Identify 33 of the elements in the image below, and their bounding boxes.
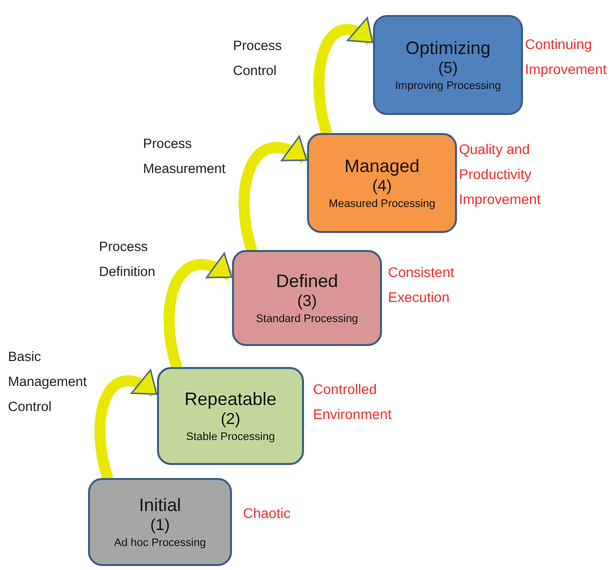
level-description: Improving Processing xyxy=(395,79,501,93)
level-box xyxy=(157,367,304,465)
level-title: Managed xyxy=(344,155,420,177)
level-number: (1) xyxy=(150,516,170,536)
outcome-label: Controlled Environment xyxy=(313,380,393,424)
curved-arrow xyxy=(164,253,233,370)
edge-label: Process Measurement xyxy=(143,135,227,178)
level-number: (3) xyxy=(297,292,317,312)
curved-arrow xyxy=(94,370,158,480)
level-number: (4) xyxy=(372,177,392,197)
level-box xyxy=(307,133,457,233)
level-title: Defined xyxy=(276,270,338,292)
level-number: (2) xyxy=(220,410,240,430)
edge-label: Basic Management Control xyxy=(8,348,88,416)
outcome-label: Continuing Improvement xyxy=(525,35,608,79)
outcome-label: Chaotic xyxy=(243,504,292,523)
level-description: Stable Processing xyxy=(186,430,275,444)
outcome-label: Quality and Productivity Improvement xyxy=(459,140,542,209)
level-description: Measured Processing xyxy=(328,197,436,211)
level-box xyxy=(88,478,232,566)
curved-arrow xyxy=(314,18,374,136)
level-box xyxy=(373,15,523,115)
level-box xyxy=(232,250,382,346)
level-description: Ad hoc Processing xyxy=(114,536,206,550)
level-title: Optimizing xyxy=(405,37,491,59)
outcome-label: Consistent Execution xyxy=(388,263,456,307)
level-number: (5) xyxy=(438,59,458,79)
level-description: Standard Processing xyxy=(256,312,358,326)
level-title: Initial xyxy=(138,494,182,516)
edge-label: Process Control xyxy=(233,37,283,80)
curved-arrow xyxy=(238,136,308,252)
edge-label: Process Definition xyxy=(99,238,156,281)
level-title: Repeatable xyxy=(184,388,277,410)
